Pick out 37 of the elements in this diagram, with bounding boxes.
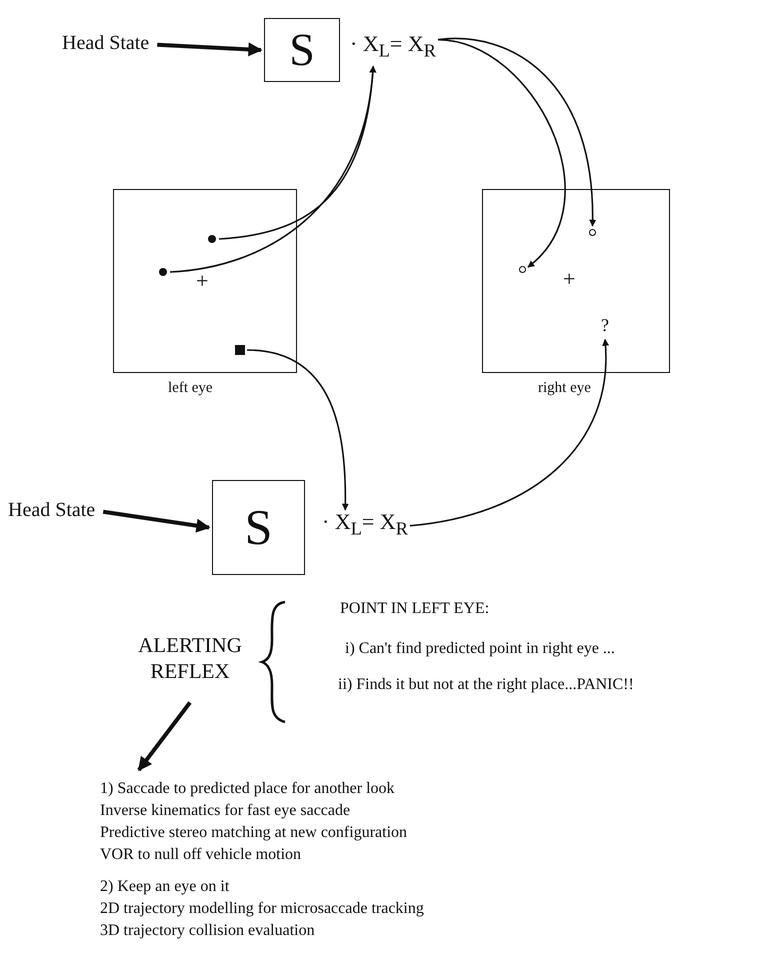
question-mark: ? bbox=[601, 314, 609, 336]
list-item: 2D trajectory modelling for microsaccade tracking bbox=[100, 899, 424, 919]
eye-caption: left eye bbox=[168, 380, 213, 397]
eye-frame bbox=[482, 189, 670, 373]
filled-dot bbox=[159, 268, 167, 276]
arrow bbox=[157, 42, 262, 56]
open-circle bbox=[589, 229, 596, 236]
list-item: VOR to null off vehicle motion bbox=[100, 845, 302, 865]
state-box: S bbox=[264, 18, 340, 82]
arrow bbox=[438, 38, 596, 227]
note-text: i) Can't find predicted point in right eye ... bbox=[345, 640, 615, 658]
note-text: ii) Finds it but not at the right place...PANIC!! bbox=[338, 676, 634, 694]
state-box: S bbox=[212, 480, 305, 575]
arrow bbox=[137, 701, 192, 772]
list-item: Inverse kinematics for fast eye saccade bbox=[100, 801, 352, 821]
arrow bbox=[438, 38, 566, 268]
list-item: Predictive stereo matching at new configuration bbox=[100, 823, 408, 843]
list-item: 3D trajectory collision evaluation bbox=[100, 921, 316, 941]
reflex-heading: ALERTING REFLEX bbox=[120, 632, 260, 684]
eye-frame bbox=[113, 189, 297, 373]
eye-caption: right eye bbox=[538, 380, 591, 397]
input-label: Head State bbox=[62, 31, 150, 56]
list-item: 2) Keep an eye on it bbox=[100, 877, 230, 897]
filled-dot bbox=[208, 235, 216, 243]
arrow bbox=[102, 510, 210, 533]
list-item: 1) Saccade to predicted place for another look bbox=[100, 779, 396, 799]
fixation-cross: + bbox=[563, 266, 576, 292]
input-label: Head State bbox=[8, 498, 96, 523]
open-circle bbox=[519, 266, 526, 273]
arrow bbox=[170, 66, 376, 273]
equation: · X$_{L}$= X$_{R}$ bbox=[350, 30, 436, 62]
arrow bbox=[246, 349, 349, 511]
note-text: POINT IN LEFT EYE: bbox=[340, 600, 490, 618]
filled-square bbox=[235, 345, 245, 355]
fixation-cross: + bbox=[196, 268, 208, 294]
arrow bbox=[410, 338, 609, 527]
equation: · X$_{L}$= X$_{R}$ bbox=[322, 508, 408, 540]
